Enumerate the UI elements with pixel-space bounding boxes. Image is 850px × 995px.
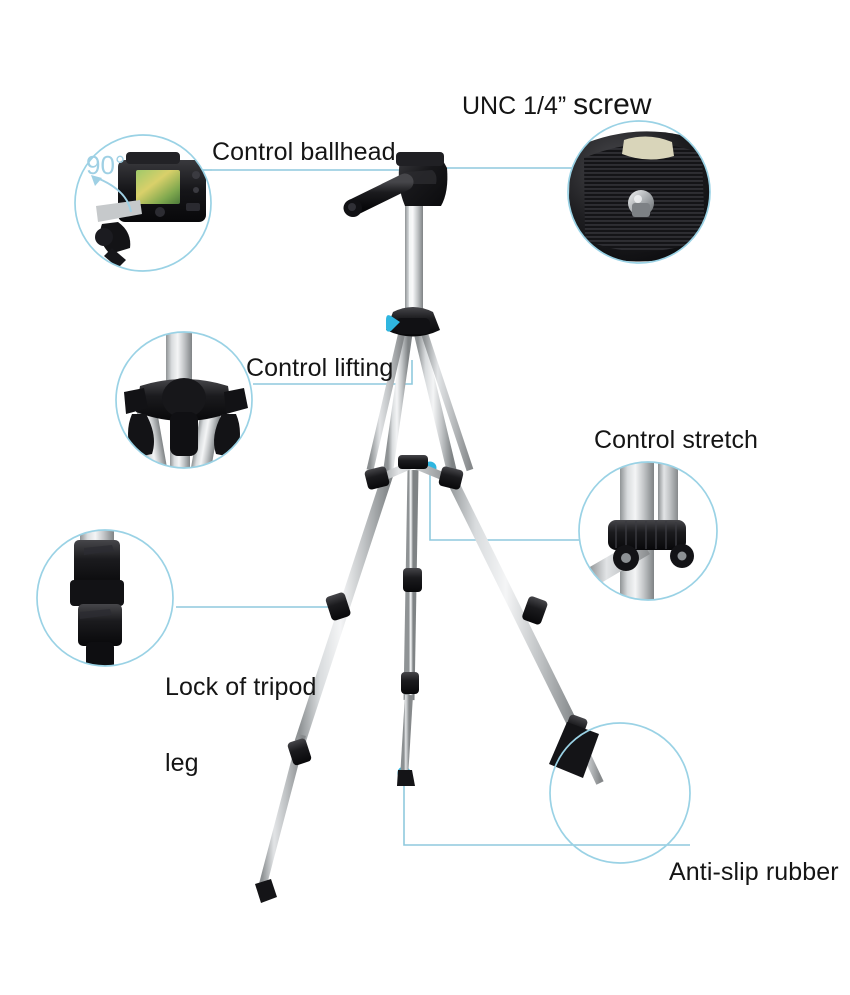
tripod-upper-legs <box>366 328 474 474</box>
leg-lock-left-lower <box>287 738 312 766</box>
label-rotation-degrees: 90° <box>86 150 126 180</box>
rotation-arc <box>96 177 132 213</box>
brace-clamp-right <box>438 466 464 490</box>
hub-accent <box>386 315 400 332</box>
leg-lock-mid <box>70 580 124 606</box>
callout-camera-on-ballhead <box>74 134 212 272</box>
callout-center-column-hub <box>115 331 253 469</box>
label-anti-slip-rubber: Anti-slip rubber <box>669 858 839 886</box>
leg-lock-center-lower <box>401 672 419 694</box>
rubber-foot-right <box>549 722 599 778</box>
label-lock-line-1: Lock of tripod <box>165 673 317 701</box>
label-unc-emphasis: screw <box>573 88 652 121</box>
tripod-product <box>255 152 604 903</box>
tripod-feet <box>255 722 599 903</box>
tripod-head <box>343 152 448 217</box>
rubber-foot-center <box>397 770 415 786</box>
center-column <box>405 205 423 323</box>
callout-leg-lock-clamps <box>36 529 174 667</box>
leg-hub <box>386 307 440 337</box>
label-control-lifting: Control lifting <box>246 354 394 382</box>
brace-arms <box>364 455 464 490</box>
leg-lock-left-upper <box>325 592 351 621</box>
plate-slot <box>622 136 674 160</box>
brace-clamp-center <box>398 455 428 469</box>
callout-circle-antislip <box>549 722 691 864</box>
callout-circle-unc <box>567 120 711 264</box>
callout-circle-lock <box>36 529 174 667</box>
callout-brace-clamp <box>578 461 718 601</box>
rubber-foot-left <box>255 879 277 903</box>
camera-screen <box>136 170 180 204</box>
leader-stretch <box>429 470 582 541</box>
callout-circle-stretch <box>578 461 718 601</box>
label-unc-prefix: UNC 1/4” <box>462 92 574 120</box>
label-unc-screw: UNC 1/4” screw <box>462 88 651 122</box>
label-lock-of-tripod-leg: Lock of tripod leg <box>165 630 317 820</box>
callout-circle-ballhead <box>74 134 212 272</box>
leg-lock-center-upper <box>403 568 422 592</box>
leg-lock-right-upper <box>522 596 548 625</box>
tripod-leg-center <box>400 469 419 779</box>
leader-antislip <box>403 775 690 846</box>
label-control-stretch: Control stretch <box>594 426 759 454</box>
callout-quick-release-plate <box>567 120 711 264</box>
callout-circle-lifting <box>115 331 253 469</box>
rotation-arrow <box>91 175 102 186</box>
label-control-ballhead: Control ballhead <box>212 138 396 166</box>
callout-rubber-foot <box>549 722 691 864</box>
brace-clamp-left <box>364 466 390 490</box>
label-lock-line-2: leg <box>165 749 199 777</box>
clamp-knob <box>608 520 686 550</box>
